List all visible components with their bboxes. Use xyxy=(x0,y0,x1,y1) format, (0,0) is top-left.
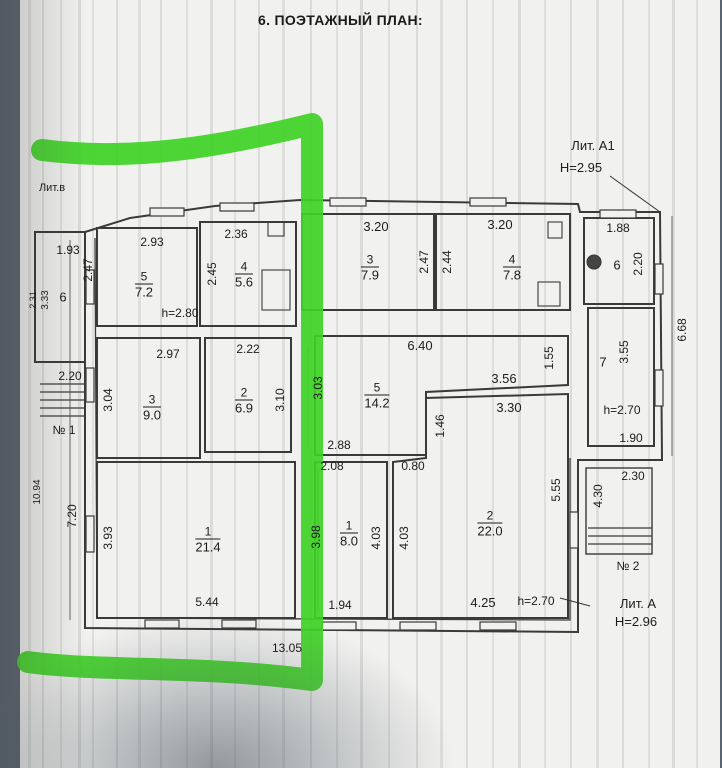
room-number: 7 xyxy=(599,354,607,370)
lit-a1-label: Лит. А1 xyxy=(571,138,615,153)
dim-3-03: 3.03 xyxy=(311,376,325,400)
room-number: 1 xyxy=(339,519,359,534)
page-title: 6. ПОЭТАЖНЫЙ ПЛАН: xyxy=(258,12,423,28)
dim-6-40: 6.40 xyxy=(407,338,433,353)
room-number: 2 xyxy=(234,386,254,401)
room-number: 6 xyxy=(613,257,621,273)
dim-1-90: 1.90 xyxy=(619,431,643,445)
entrance-2-label: № 2 xyxy=(616,559,640,573)
dim-2-47-a: 2.47 xyxy=(81,258,95,282)
room-r7: 7 xyxy=(599,355,606,370)
dim-1-88: 1.88 xyxy=(606,221,630,235)
entrance-1-label: № 1 xyxy=(52,423,76,437)
dim-3-20-b: 3.20 xyxy=(487,217,513,232)
dim-5-55: 5.55 xyxy=(549,478,563,502)
room-number: 5 xyxy=(364,381,390,396)
dim-2-45: 2.45 xyxy=(205,262,219,286)
dim-3-20-a: 3.20 xyxy=(363,219,389,234)
dim-1-55: 1.55 xyxy=(542,346,556,370)
room-number: 2 xyxy=(477,509,503,524)
dim-4-03-a: 4.03 xyxy=(369,526,383,550)
height-r7: h=2.70 xyxy=(603,403,641,417)
room-number: 1 xyxy=(195,525,221,540)
dim-10-94: 10.94 xyxy=(32,479,43,505)
dim-3-98: 3.98 xyxy=(309,525,323,549)
room-outline-r2 xyxy=(392,392,569,619)
room-area: 9.0 xyxy=(142,407,162,423)
dim-2-20-b: 2.20 xyxy=(631,252,645,276)
dim-2-97: 2.97 xyxy=(156,347,180,361)
room-r6: 6 xyxy=(613,258,620,273)
lit-b-label: Лит.в xyxy=(38,182,66,194)
room-area: 21.4 xyxy=(195,539,221,555)
dim-3-10: 3.10 xyxy=(273,388,287,412)
room-area: 8.0 xyxy=(339,533,359,549)
dim-4-25: 4.25 xyxy=(470,595,496,610)
dim-2-36: 2.36 xyxy=(224,227,248,241)
dim-4-30: 4.30 xyxy=(591,484,605,508)
dim-3-04: 3.04 xyxy=(101,388,115,412)
room-number: 5 xyxy=(134,270,154,285)
room-number: 3 xyxy=(360,253,380,268)
dim-3-56: 3.56 xyxy=(491,371,517,386)
dim-1-94: 1.94 xyxy=(328,598,352,612)
lit-a-label: Лит. А xyxy=(619,596,657,611)
dim-13-05: 13.05 xyxy=(271,641,303,655)
room-area: 7.2 xyxy=(134,284,154,300)
dim-3-33: 3.33 xyxy=(40,290,51,310)
room-number: 6 xyxy=(59,289,67,305)
inner-wall-line xyxy=(94,237,571,621)
height-r2: h=2.70 xyxy=(517,594,555,608)
dim-1-46: 1.46 xyxy=(433,414,447,438)
room-outline-r7 xyxy=(587,307,655,447)
room-number: 4 xyxy=(502,253,522,268)
dim-6-68: 6.68 xyxy=(675,318,689,342)
dim-7-20: 7.20 xyxy=(65,504,79,528)
dim-3-55: 3.55 xyxy=(617,340,631,364)
lit-a-height: H=2.96 xyxy=(614,614,658,629)
room-area: 7.8 xyxy=(502,267,522,283)
room-number: 4 xyxy=(234,260,254,275)
dim-2-31: 2.31 xyxy=(28,291,38,309)
dim-2-22: 2.22 xyxy=(236,342,260,356)
dim-2-93: 2.93 xyxy=(140,235,164,249)
room-number: 3 xyxy=(142,393,162,408)
dim-2-30: 2.30 xyxy=(621,469,645,483)
dim-5-44: 5.44 xyxy=(195,595,219,609)
room-area: 5.6 xyxy=(234,274,254,290)
dim-2-88: 2.88 xyxy=(327,438,351,452)
dim-1-93: 1.93 xyxy=(56,243,80,257)
dim-3-93: 3.93 xyxy=(101,526,115,550)
height-left: h=2.80 xyxy=(161,306,199,320)
dim-2-47-b: 2.47 xyxy=(417,250,431,274)
room-area: 14.2 xyxy=(364,395,390,411)
dim-2-20-a: 2.20 xyxy=(58,369,82,383)
dim-4-03-b: 4.03 xyxy=(397,526,411,550)
dim-2-08: 2.08 xyxy=(320,459,344,473)
dim-0-80: 0.80 xyxy=(401,459,425,473)
lit-a1-height: H=2.95 xyxy=(559,160,603,175)
room-area: 22.0 xyxy=(477,523,503,539)
room-area: 6.9 xyxy=(234,400,254,416)
dim-2-44: 2.44 xyxy=(440,250,454,274)
dim-3-30: 3.30 xyxy=(496,400,522,415)
room-l6: 6 xyxy=(59,290,66,305)
highlight-marker xyxy=(17,113,323,691)
room-area: 7.9 xyxy=(360,267,380,283)
